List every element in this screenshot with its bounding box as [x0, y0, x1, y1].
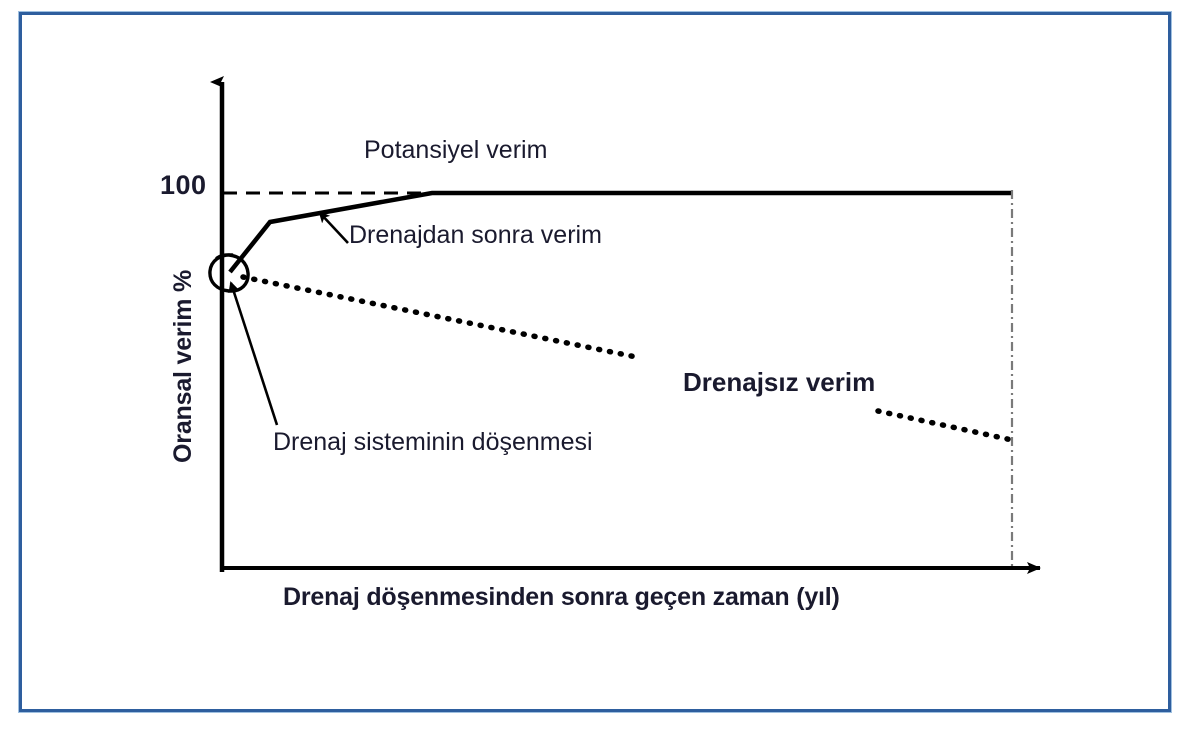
- annotation-potential-yield: Potansiyel verim: [364, 136, 548, 164]
- drained-yield-leader-line: [318, 211, 349, 244]
- annotation-drainage-system-installed: Drenaj sisteminin döşenmesi: [273, 428, 593, 456]
- undrained-yield-dotted-segment-2: [875, 408, 1015, 443]
- x-axis-title: Drenaj döşenmesinden sonra geçen zaman (…: [283, 583, 840, 611]
- installation-point-circle: [208, 253, 250, 293]
- drained-yield-line: [228, 190, 1012, 274]
- figure-frame: [19, 12, 1171, 712]
- annotation-yield-without-drainage: Drenajsız verim: [683, 367, 876, 397]
- annotation-yield-after-drainage: Drenajdan sonra verim: [349, 221, 602, 249]
- y-axis-title: Oransal verim %: [169, 270, 197, 463]
- installation-leader-line: [228, 281, 279, 426]
- y-axis-tick-label-100: 100: [160, 170, 207, 200]
- undrained-yield-dotted-segment-1: [240, 274, 644, 361]
